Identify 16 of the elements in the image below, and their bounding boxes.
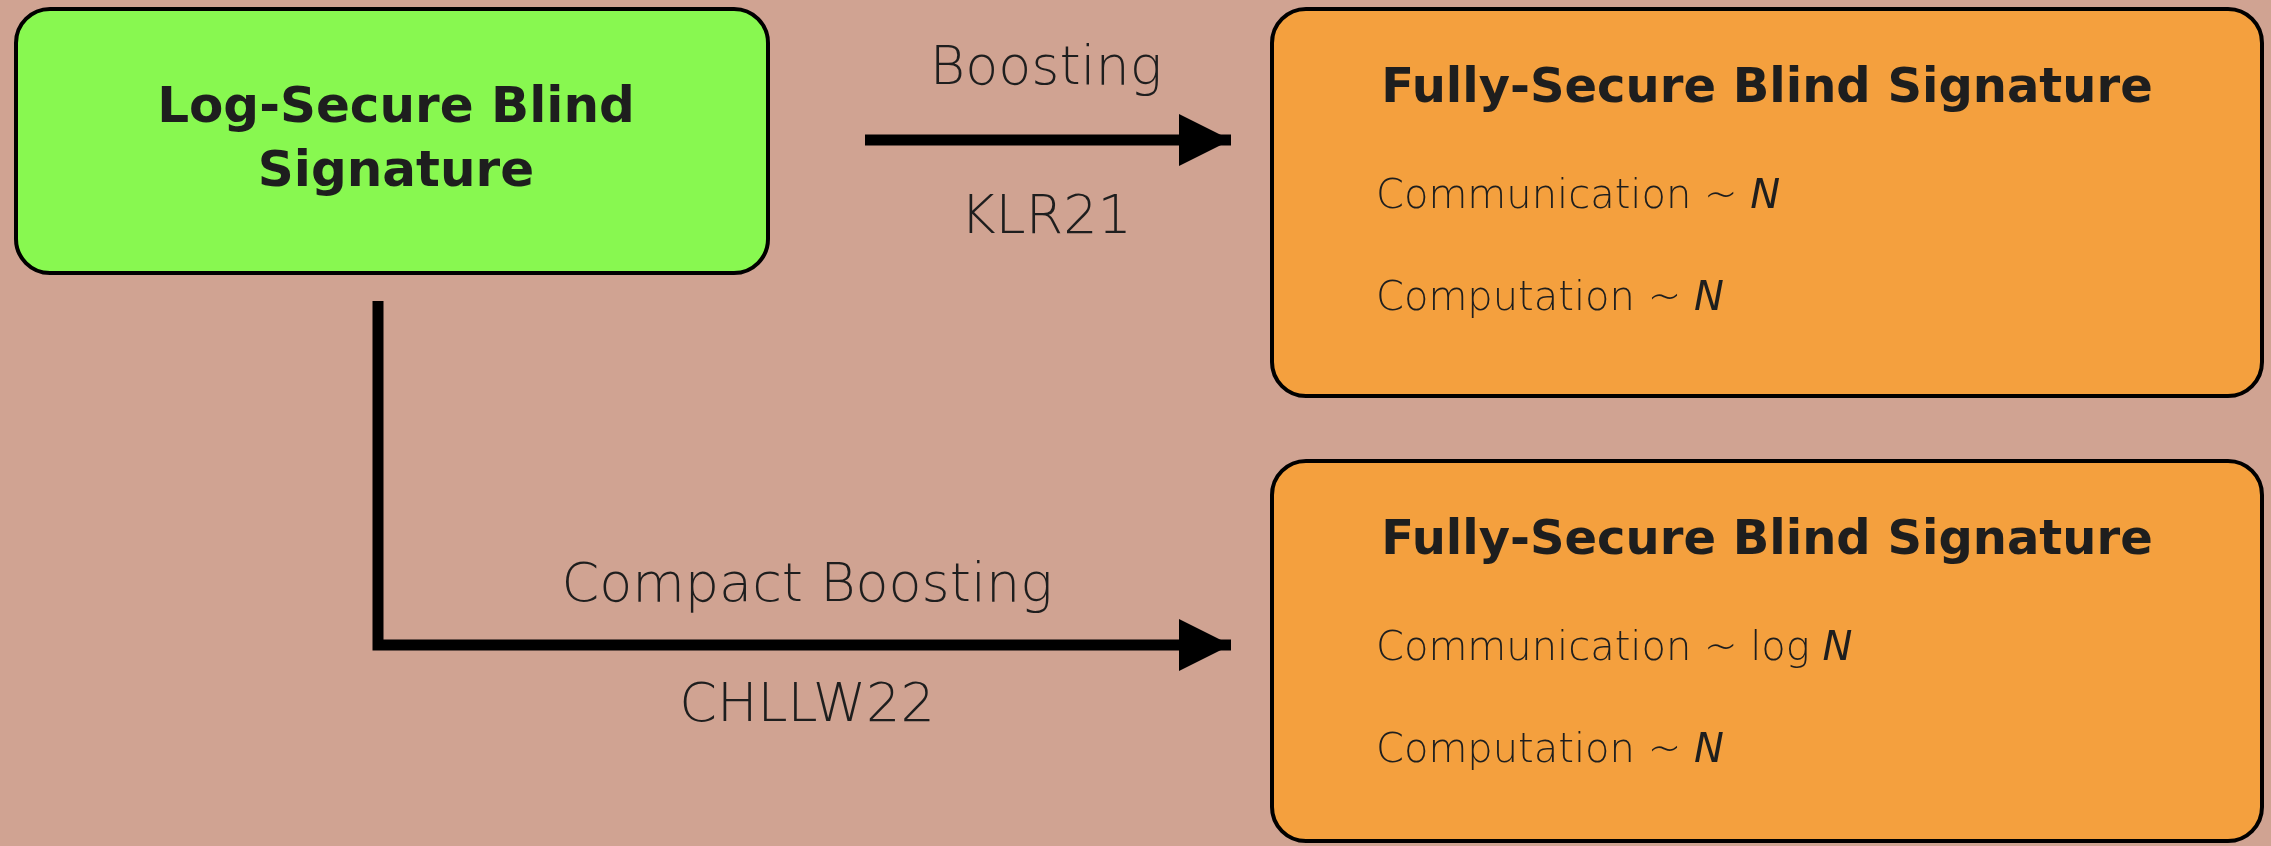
edge-label: Compact Boosting — [561, 550, 1053, 614]
result-box — [1270, 459, 2264, 843]
box-title: Fully-Secure Blind Signature — [1380, 509, 2154, 565]
source-box — [14, 7, 770, 275]
metric-text: Computation ~ N — [1376, 273, 1724, 319]
metric-text: Communication ~ N — [1376, 171, 1781, 217]
edge-label: Boosting — [929, 33, 1163, 97]
box-title: Log-Secure Blind Signature — [156, 75, 636, 200]
result-box — [1270, 7, 2264, 398]
arrow — [865, 114, 1231, 166]
box-title: Fully-Secure Blind Signature — [1380, 57, 2154, 113]
citation-label: CHLLW22 — [679, 670, 935, 734]
metric-text: Communication ~ log N — [1376, 623, 1853, 669]
metric-text: Computation ~ N — [1376, 725, 1724, 771]
arrow — [372, 301, 1231, 671]
citation-label: KLR21 — [960, 182, 1132, 246]
